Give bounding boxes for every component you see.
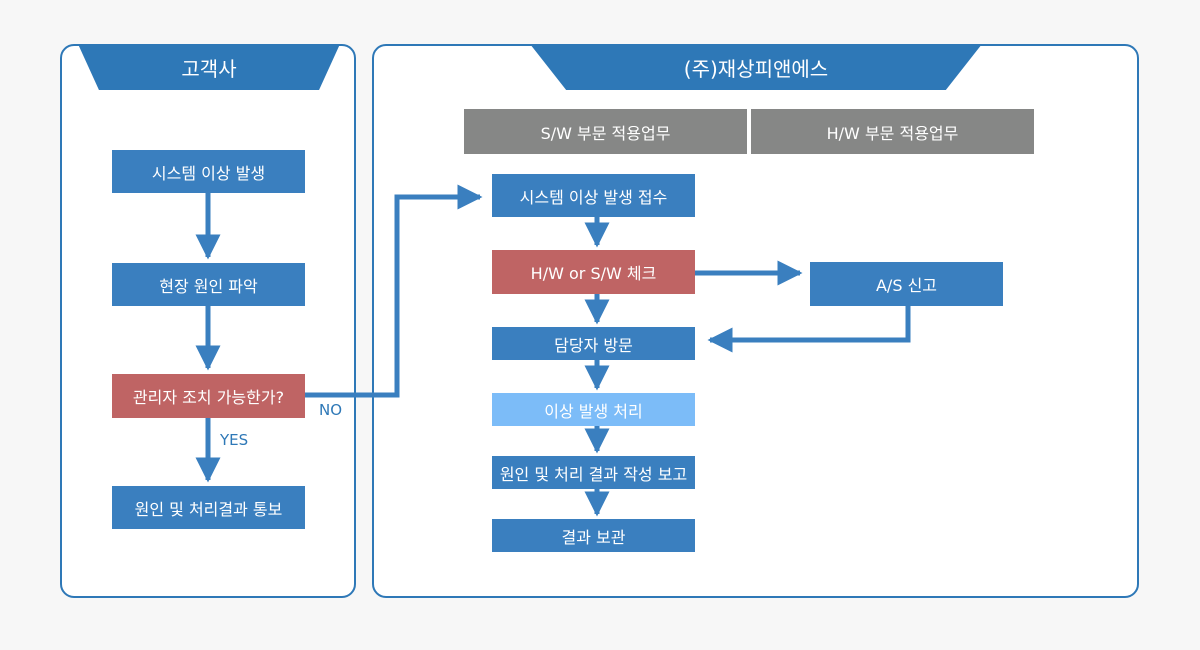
company-panel-title: (주)재상피앤에스 [530,44,982,90]
company-step-receive-error: 시스템 이상 발생 접수 [492,174,695,217]
customer-step-system-error: 시스템 이상 발생 [112,150,305,193]
company-step-write-report: 원인 및 처리 결과 작성 보고 [492,456,695,489]
company-step-hw-sw-check: H/W or S/W 체크 [492,250,695,294]
customer-step-onsite-diagnosis: 현장 원인 파악 [112,263,305,306]
category-sw: S/W 부문 적용업무 [464,109,747,154]
category-hw: H/W 부문 적용업무 [751,109,1034,154]
company-step-store-result: 결과 보관 [492,519,695,552]
company-step-handle-error: 이상 발생 처리 [492,393,695,426]
company-step-visit: 담당자 방문 [492,327,695,360]
customer-decision-admin-fix: 관리자 조치 가능한가? [112,374,305,418]
yes-label: YES [220,431,249,449]
customer-panel-title: 고객사 [78,44,340,90]
no-label: NO [319,401,343,419]
customer-step-notify-result: 원인 및 처리결과 통보 [112,486,305,529]
arrow-no-to-receive [305,184,483,398]
arrow-as-to-visit [707,306,911,353]
company-step-as-report: A/S 신고 [810,262,1003,306]
